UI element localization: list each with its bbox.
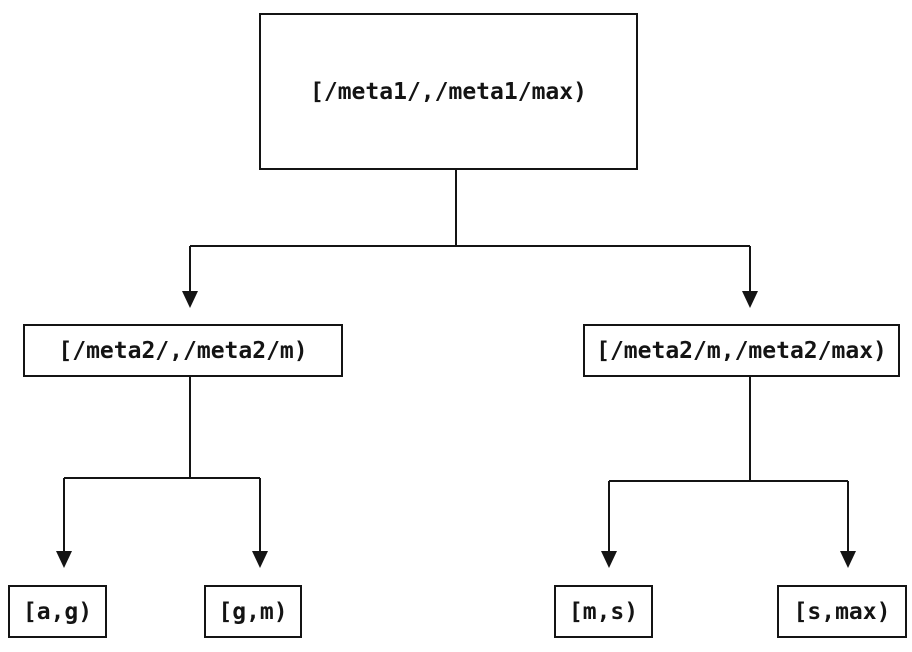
tree-leaf-ag-label: [a,g) (22, 598, 93, 625)
tree-node-root-label: [/meta1/,/meta1/max) (310, 78, 587, 105)
tree-node-meta2-high-label: [/meta2/m,/meta2/max) (596, 337, 887, 364)
arrowhead-to-leaf-ag (56, 551, 72, 568)
arrowhead-to-right-node (742, 291, 758, 308)
tree-leaf-gm: [g,m) (204, 585, 302, 638)
tree-node-meta2-low-label: [/meta2/,/meta2/m) (58, 337, 308, 364)
tree-leaf-ag: [a,g) (8, 585, 107, 638)
tree-leaf-ms: [m,s) (554, 585, 653, 638)
tree-node-root: [/meta1/,/meta1/max) (259, 13, 638, 170)
tree-leaf-gm-label: [g,m) (218, 598, 288, 625)
arrowhead-to-left-node (182, 291, 198, 308)
arrowhead-to-leaf-gm (252, 551, 268, 568)
tree-node-meta2-low: [/meta2/,/meta2/m) (23, 324, 343, 377)
tree-node-meta2-high: [/meta2/m,/meta2/max) (583, 324, 900, 377)
arrowhead-to-leaf-ms (601, 551, 617, 568)
tree-leaf-smax-label: [s,max) (793, 598, 891, 625)
arrowhead-to-leaf-smax (840, 551, 856, 568)
tree-leaf-smax: [s,max) (777, 585, 907, 638)
tree-leaf-ms-label: [m,s) (568, 598, 639, 625)
